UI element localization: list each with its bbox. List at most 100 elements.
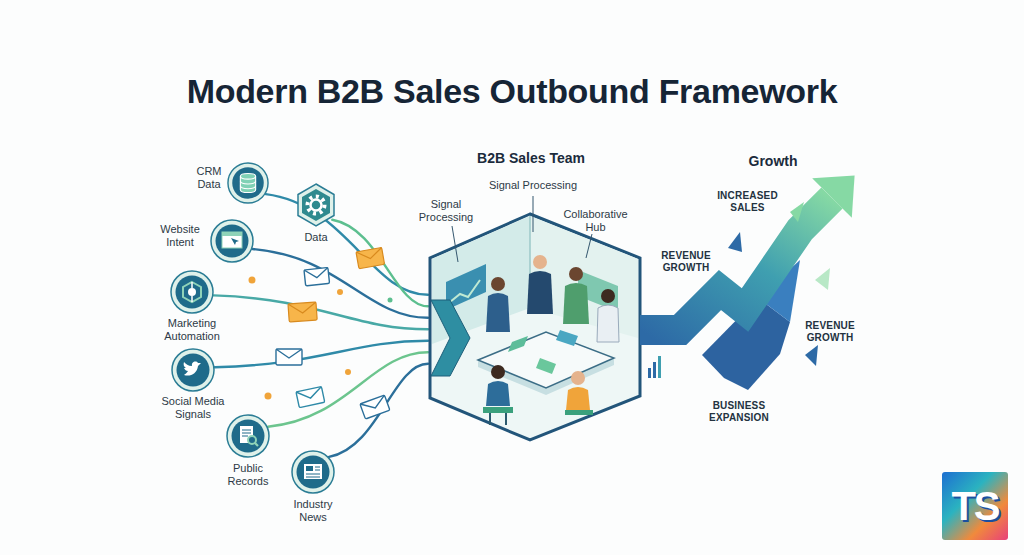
shape-part [240, 181, 255, 189]
shape-part [658, 356, 661, 378]
shape-part [728, 232, 742, 252]
shape-part [171, 271, 213, 313]
shape-part [565, 410, 593, 415]
node-heading: Growth [740, 153, 806, 169]
shape-part [566, 387, 590, 410]
signal-dot [388, 298, 393, 303]
envelope-flap [276, 349, 302, 358]
node-text: BUSINESS EXPANSION [698, 400, 780, 423]
signal-flow-line [214, 295, 428, 329]
envelope-icon [276, 349, 302, 365]
node-heading: B2B Sales Team [431, 150, 631, 166]
shape-part [790, 202, 804, 222]
shape-part [478, 332, 614, 388]
shape-part [431, 300, 470, 376]
shape-part [450, 280, 480, 302]
shape-part [812, 175, 854, 217]
shape-part [486, 381, 510, 406]
shape-part [188, 288, 196, 296]
shape-part [216, 225, 249, 258]
source-circle-icon [170, 270, 214, 314]
shape-part [232, 420, 265, 453]
shape-part [232, 167, 264, 199]
envelope-icon [356, 247, 385, 268]
shape-part [222, 232, 242, 236]
envelope [356, 247, 385, 268]
envelope-flap [304, 267, 329, 278]
shape-part [298, 184, 334, 226]
envelope [276, 349, 302, 365]
shape-part [536, 358, 556, 374]
shape-part [227, 415, 269, 457]
shape-part [569, 267, 583, 281]
source-icon: Website Intent [210, 219, 254, 263]
source-icon: Industry News [291, 450, 335, 494]
shape-part [304, 464, 322, 479]
shape-part [306, 466, 313, 471]
source-circle-icon [227, 162, 269, 204]
node-text: REVENUE GROWTH [652, 250, 720, 273]
shape-part [533, 255, 547, 269]
shape-part [176, 276, 209, 309]
shape-part [311, 200, 322, 211]
envelope-flap [356, 247, 383, 260]
source-icon: Social Media Signals [171, 348, 215, 392]
signal-flow-line [266, 194, 428, 295]
envelope-flap [288, 302, 317, 314]
shape-part [491, 365, 505, 379]
signal-flow-line [215, 341, 428, 368]
shape-part [640, 198, 832, 330]
node-text: Data [286, 231, 346, 244]
source-hex-icon [294, 183, 338, 227]
signal-dot [265, 393, 272, 400]
shape-part [490, 413, 506, 425]
shape-part [648, 368, 651, 378]
team-hexagon: B2B Sales TeamSignal ProcessingSignal Pr… [428, 212, 642, 442]
shape-part [248, 436, 256, 444]
node-text: REVENUE GROWTH [796, 320, 864, 343]
shape-part [255, 443, 258, 446]
shape-part [177, 354, 210, 387]
shape-part [815, 268, 830, 290]
shape-part [231, 238, 239, 245]
growth-arrow: GrowthINCREASED SALESREVENUE GROWTHREVEN… [640, 140, 870, 440]
shape-part [222, 232, 242, 248]
signal-dot [337, 289, 343, 295]
node-text: Marketing Automation [150, 317, 234, 342]
source-circle-icon [291, 450, 335, 494]
shape-part [491, 277, 505, 291]
shape-part [240, 173, 255, 192]
shape-part [191, 282, 193, 302]
signal-flow-line [268, 352, 428, 426]
shape-part [183, 282, 201, 302]
envelope [360, 395, 390, 419]
envelope-icon [296, 387, 325, 408]
source-circle-icon [226, 414, 270, 458]
envelope-icon [288, 302, 317, 322]
shape-part [601, 289, 615, 303]
shape-part [297, 456, 330, 489]
logo-text: TS [942, 472, 1008, 540]
shape-part [228, 163, 268, 203]
node-text: Social Media Signals [143, 395, 243, 420]
shape-part [306, 467, 320, 477]
source-icon: CRM Data [227, 162, 269, 204]
node-text: Industry News [279, 498, 347, 523]
signal-flow-line [329, 364, 428, 457]
shape-part [483, 407, 513, 413]
envelope [288, 302, 317, 322]
shape-part [486, 293, 510, 332]
source-icon: Data [294, 183, 338, 227]
shape-part [302, 189, 330, 221]
diagram-title: Modern B2B Sales Outbound Framework [0, 72, 1024, 111]
shape-part [653, 362, 656, 378]
envelope-flap [360, 395, 388, 412]
node-text: Signal Processing [416, 198, 476, 223]
growth-arrow-shape [640, 140, 870, 440]
shape-part [184, 362, 201, 376]
shape-part [527, 271, 553, 314]
shape-part [508, 336, 528, 352]
shape-part [292, 451, 334, 493]
shape-part [556, 330, 578, 346]
